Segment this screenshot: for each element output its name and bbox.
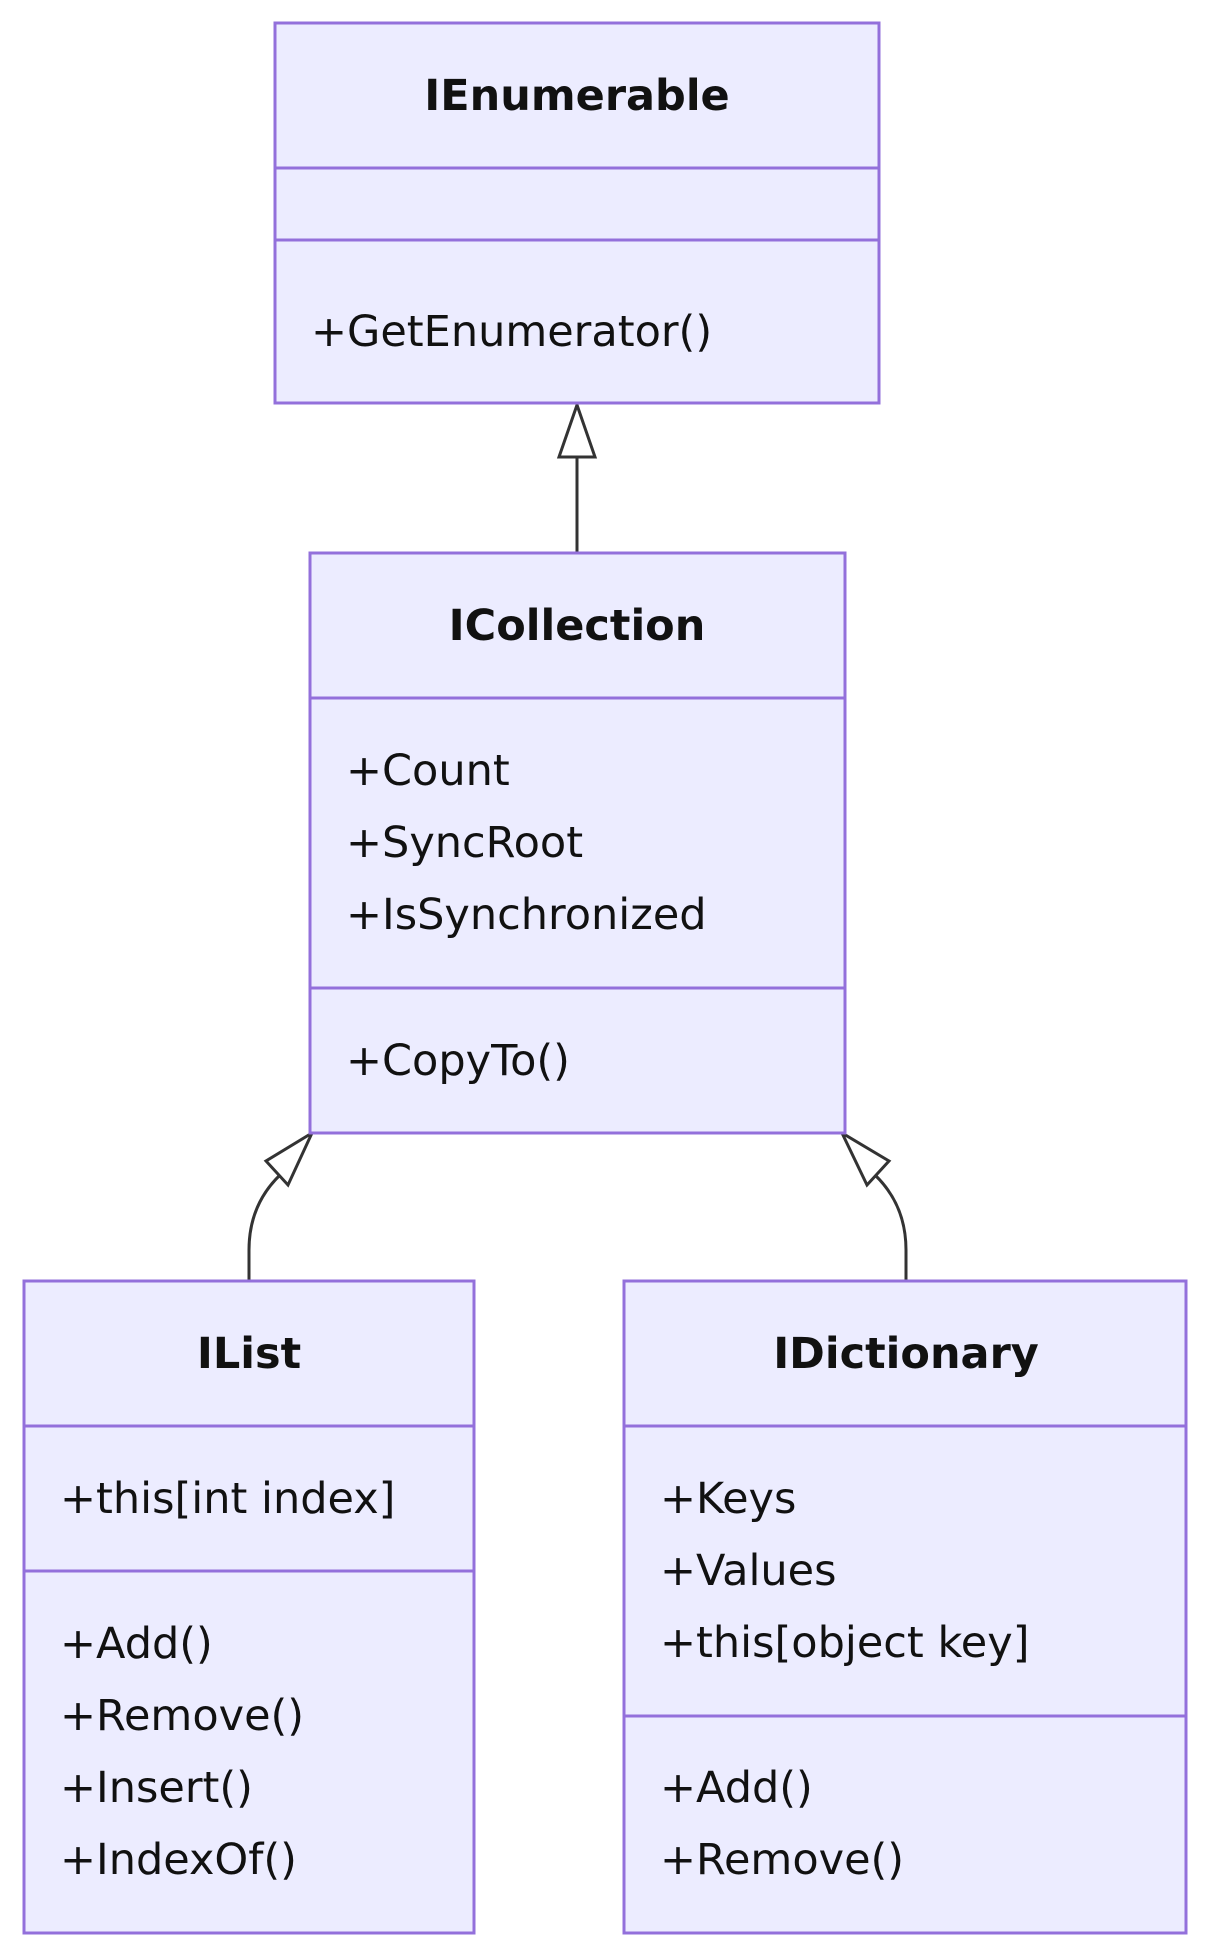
edge-idictionary-to-icollection: [873, 1173, 908, 1281]
method: +Add(): [660, 1763, 813, 1813]
inheritance-arrow-ienumerable: [556, 400, 598, 459]
class-name: IEnumerable: [424, 71, 729, 121]
inheritance-arrow-icollection-right: [838, 1129, 892, 1188]
attribute: +SyncRoot: [346, 818, 583, 868]
attribute: +this[int index]: [60, 1474, 395, 1524]
inheritance-arrow-icollection-left: [263, 1129, 316, 1188]
method: +Add(): [60, 1619, 213, 1669]
attribute: +Keys: [660, 1474, 796, 1524]
class-box: [22, 1279, 476, 1935]
class-idictionary[interactable]: IDictionary +Keys +Values +this[object k…: [622, 1279, 1188, 1935]
method: +CopyTo(): [346, 1036, 570, 1086]
attribute: +Values: [660, 1546, 837, 1596]
class-icollection[interactable]: ICollection +Count +SyncRoot +IsSynchron…: [308, 551, 847, 1135]
method: +Remove(): [60, 1691, 304, 1741]
method: +Remove(): [660, 1835, 904, 1885]
edge-ilist-to-icollection: [247, 1173, 282, 1281]
attribute: +this[object key]: [660, 1618, 1030, 1668]
class-ilist[interactable]: IList +this[int index] +Add() +Remove() …: [22, 1279, 476, 1935]
attribute: +IsSynchronized: [346, 890, 707, 940]
class-name: IList: [197, 1329, 301, 1379]
class-box: [308, 551, 847, 1135]
class-name: ICollection: [449, 601, 706, 651]
inheritance-edges: [247, 400, 908, 1281]
method: +GetEnumerator(): [311, 307, 712, 357]
class-box: [622, 1279, 1188, 1935]
class-ienumerable[interactable]: IEnumerable +GetEnumerator(): [273, 21, 881, 405]
class-box: [273, 21, 881, 405]
method: +IndexOf(): [60, 1835, 297, 1885]
class-name: IDictionary: [773, 1329, 1039, 1379]
method: +Insert(): [60, 1763, 253, 1813]
attribute: +Count: [346, 746, 510, 796]
